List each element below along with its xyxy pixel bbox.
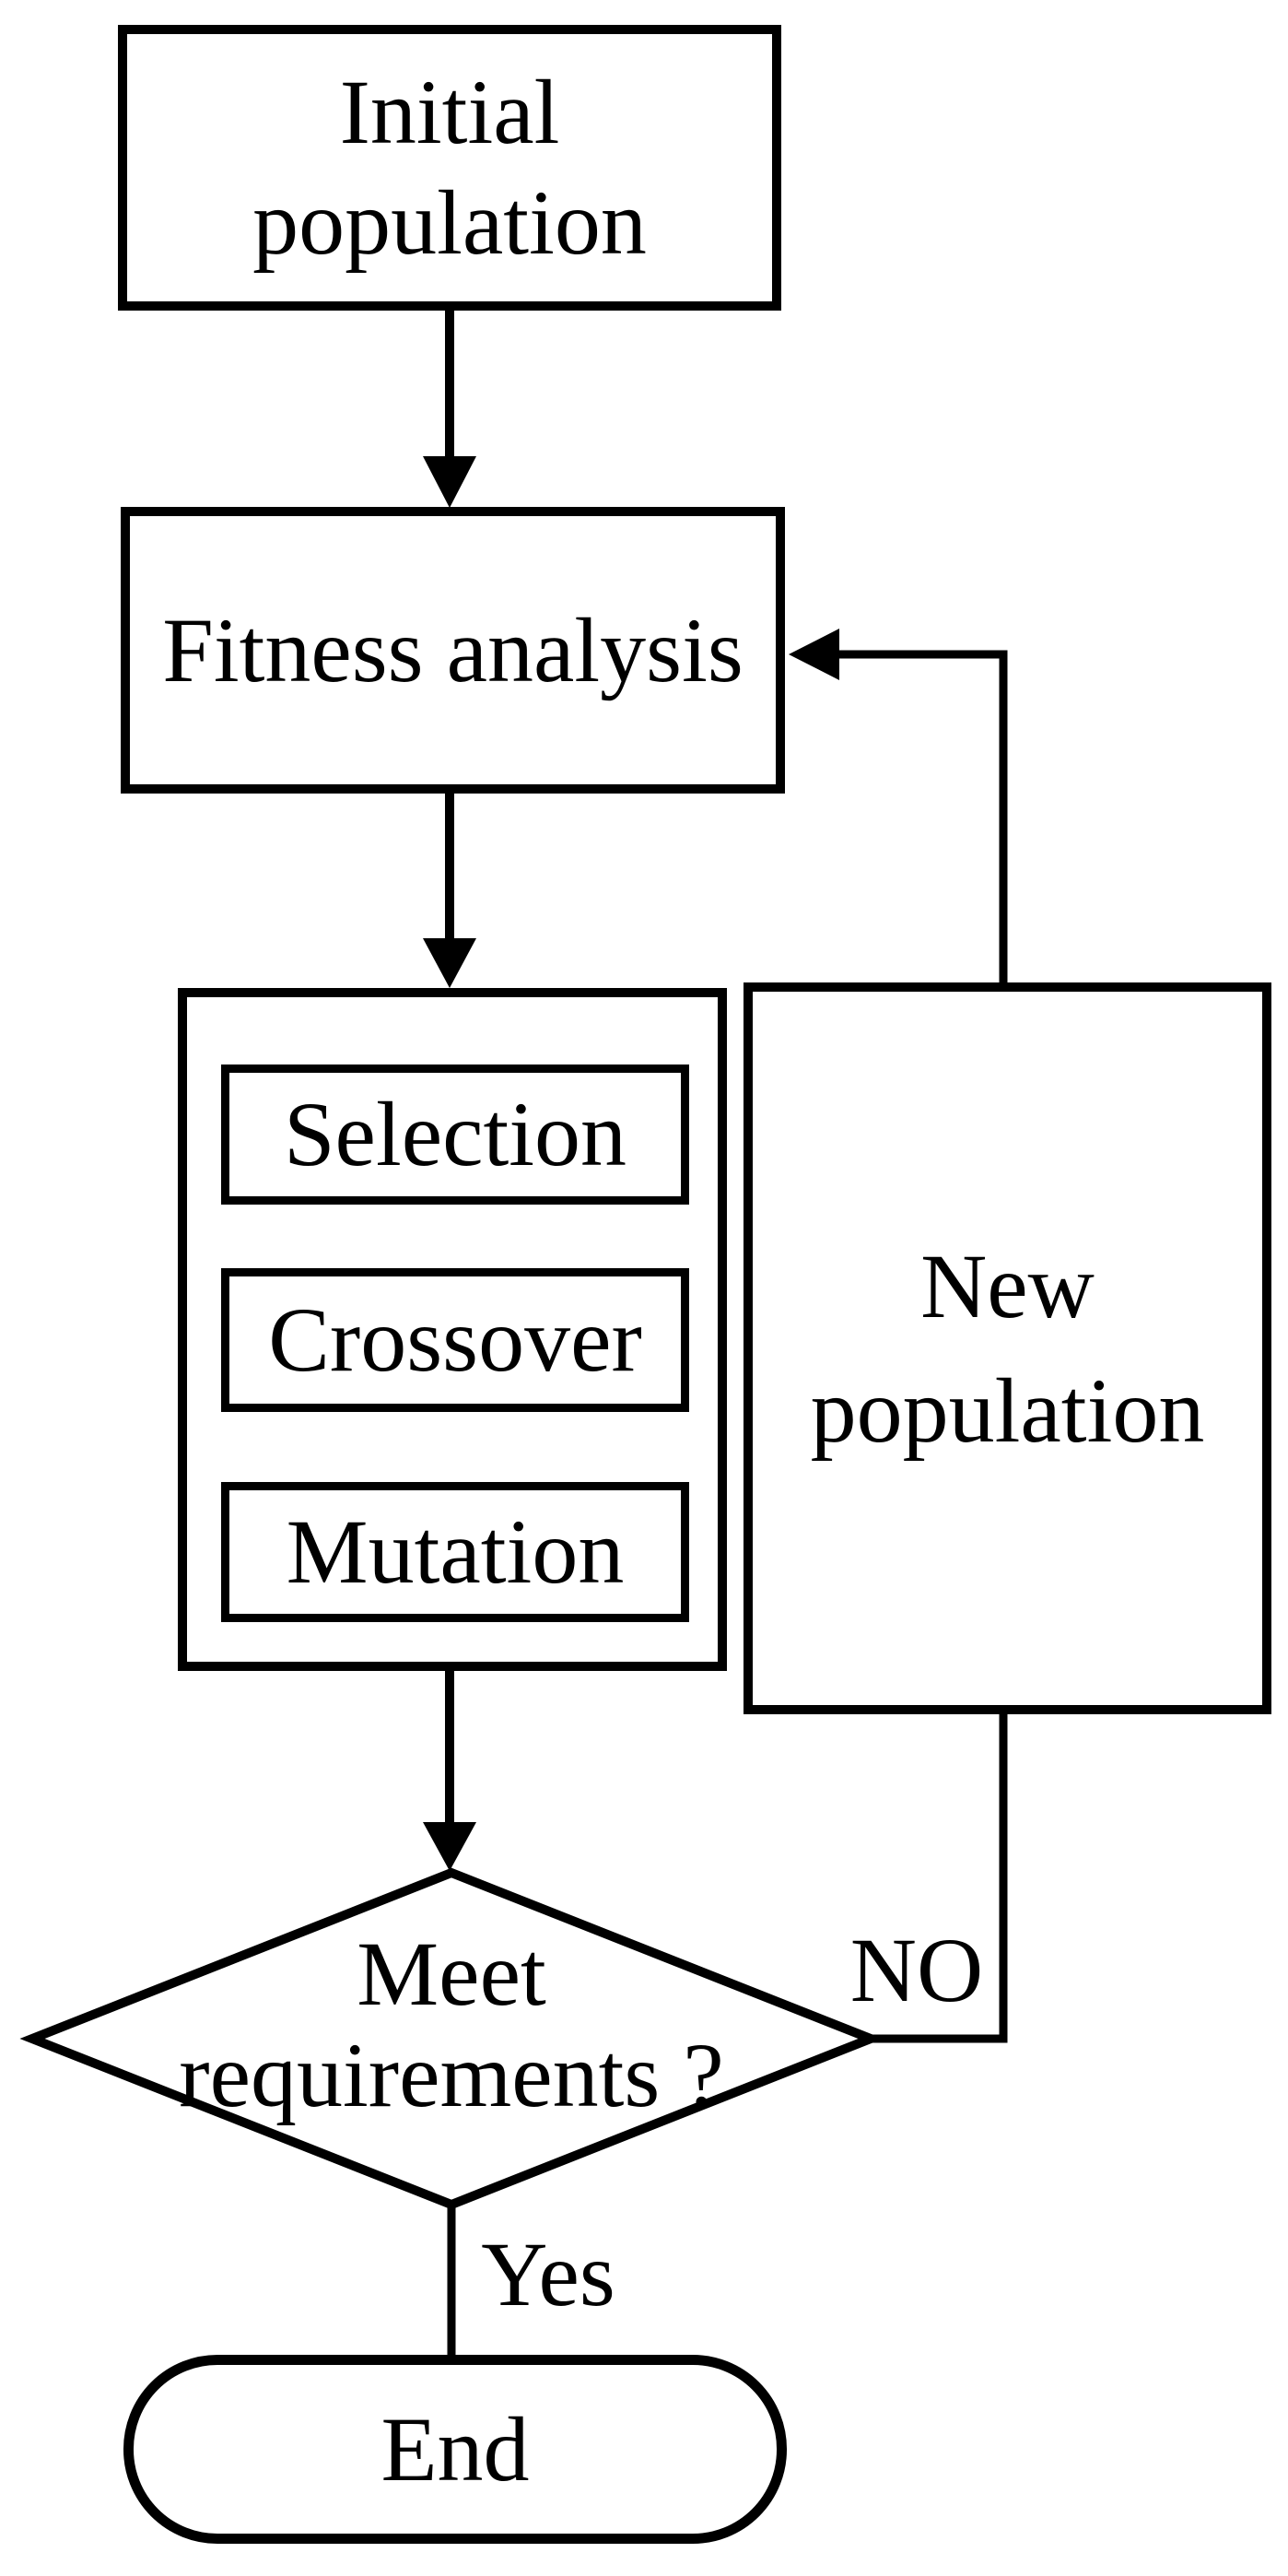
node-decision-line1: Meet xyxy=(357,1923,546,2025)
node-initial-population: Initial population xyxy=(118,25,781,311)
node-end-label: End xyxy=(381,2397,530,2500)
edge-initial-to-fitness-arrowhead-icon xyxy=(423,456,476,508)
edge-operators-to-decision-arrowhead-icon xyxy=(423,1822,476,1871)
edge-label-yes: Yes xyxy=(481,2223,615,2325)
node-decision-line2: requirements ? xyxy=(179,2024,724,2126)
node-mutation: Mutation xyxy=(221,1482,689,1622)
node-new-population: New population xyxy=(744,982,1271,1714)
edge-label-no: NO xyxy=(849,1919,984,2021)
node-fitness-analysis: Fitness analysis xyxy=(121,507,785,794)
node-selection: Selection xyxy=(221,1065,689,1205)
node-selection-label: Selection xyxy=(283,1083,627,1185)
node-crossover: Crossover xyxy=(221,1268,689,1412)
node-mutation-label: Mutation xyxy=(286,1500,625,1603)
edge-fitness-to-operators-arrowhead-icon xyxy=(423,938,476,988)
node-decision-label: Meet requirements ? xyxy=(129,1914,774,2135)
edge-loop-to-fitness-arrowhead-icon xyxy=(789,629,839,680)
node-fitness-analysis-label: Fitness analysis xyxy=(162,598,744,701)
node-new-population-line1: New xyxy=(920,1235,1095,1337)
node-initial-population-line1: Initial xyxy=(339,61,560,163)
node-initial-population-line2: population xyxy=(252,171,647,274)
decision-diamond-shape xyxy=(19,1867,884,2210)
node-end: End xyxy=(123,2355,787,2544)
node-new-population-line2: population xyxy=(810,1359,1205,1462)
node-crossover-label: Crossover xyxy=(268,1288,642,1391)
